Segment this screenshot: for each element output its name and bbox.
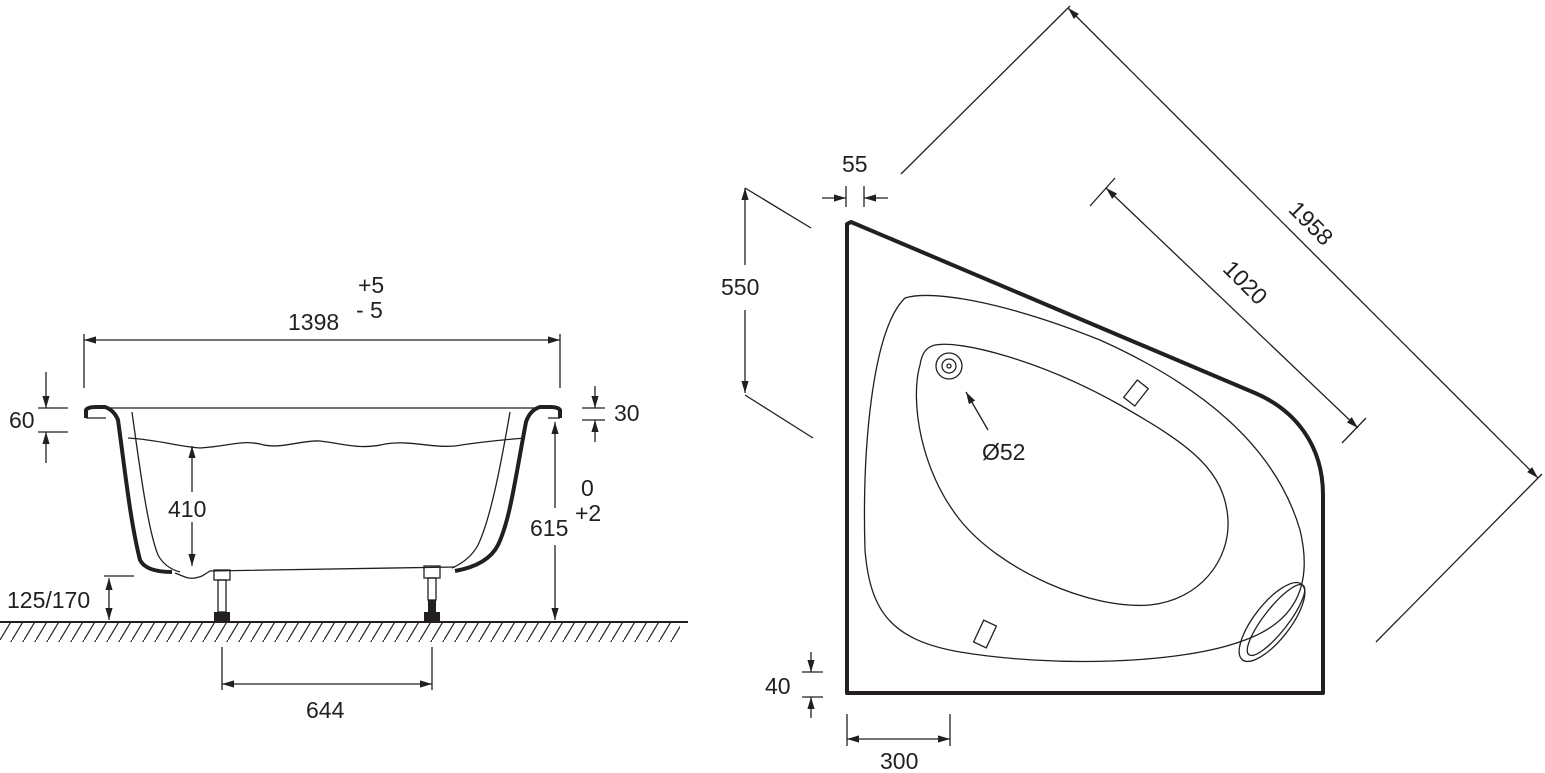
rim-height-value: 60 [9, 407, 35, 433]
dimension-depth: 410 [168, 446, 206, 566]
top-view: Ø52 55 550 40 300 [721, 5, 1543, 773]
length-tol-minus: - 5 [356, 297, 383, 323]
height-tol-bottom: +2 [575, 500, 601, 526]
diagonal-value: 1958 [1284, 196, 1339, 251]
floor-hatch [0, 623, 680, 642]
front-length-value: 1020 [1218, 255, 1273, 310]
leg-left [213, 569, 231, 621]
total-height-value: 615 [530, 515, 568, 541]
depth-value: 410 [168, 496, 206, 522]
drain [935, 352, 963, 380]
basin-outer-contour [863, 294, 1305, 663]
grip-pad-bottom [972, 619, 998, 649]
headrest [1238, 581, 1306, 663]
bottom-segment-value: 300 [880, 748, 918, 773]
drain-diameter-value: Ø52 [982, 439, 1025, 465]
dimension-rim-thickness: 30 [582, 386, 640, 442]
dimension-rim-height: 60 [9, 372, 68, 463]
dimension-diagonal: 1958 [900, 5, 1543, 643]
dimension-total-height: 615 0 +2 [530, 422, 601, 620]
dimension-short-side: 550 [721, 187, 814, 439]
corner-offset-value: 55 [842, 151, 868, 177]
dimension-drain: Ø52 [965, 391, 1025, 465]
dimension-corner-offset: 55 [822, 151, 888, 207]
length-tol-plus: +5 [358, 272, 384, 298]
dimension-rim-width: 40 [765, 652, 823, 718]
dimension-leg-height: 125/170 [7, 575, 134, 620]
short-side-value: 550 [721, 274, 759, 300]
leg-spacing-value: 644 [306, 697, 345, 723]
water-line [127, 437, 526, 449]
tub-side-profile [84, 405, 562, 621]
dimension-leg-spacing: 644 [221, 647, 433, 723]
rim-thickness-value: 30 [614, 400, 640, 426]
dimension-length: 1398 +5 - 5 [83, 272, 561, 388]
leg-right [423, 565, 441, 621]
length-value: 1398 [288, 309, 339, 335]
side-view: 1398 +5 - 5 60 30 410 615 0 [0, 272, 688, 723]
height-tol-top: 0 [581, 475, 594, 501]
leg-height-value: 125/170 [7, 587, 90, 613]
rim-width-value: 40 [765, 673, 791, 699]
dimension-bottom-segment: 300 [846, 714, 951, 773]
grip-pad-top [1122, 379, 1150, 407]
